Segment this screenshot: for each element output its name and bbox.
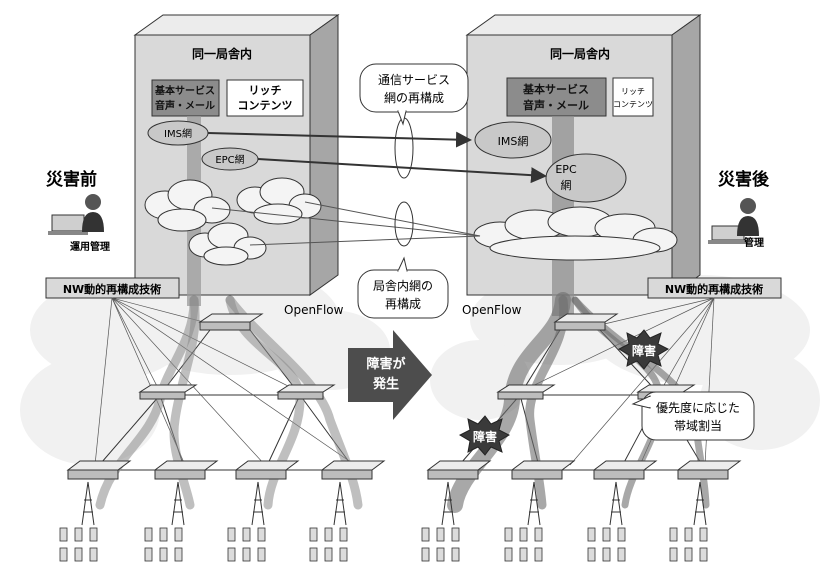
right-router-edge-4	[676, 460, 742, 480]
intra-reconfig-line2: 再構成	[385, 297, 421, 311]
left-rich-line1: リッチ	[249, 84, 282, 97]
ops-right-label: 管理	[744, 236, 764, 249]
left-router-aggr-2	[276, 384, 336, 400]
before-label: 災害前	[46, 169, 97, 190]
fault-badge-1	[617, 329, 670, 370]
intra-reconfig-ring	[394, 201, 414, 247]
left-router-edge-2	[153, 460, 219, 480]
left-router-aggr-1	[138, 384, 198, 400]
left-building-title: 同一局舎内	[192, 46, 252, 61]
left-router-edge-4	[320, 460, 386, 480]
left-internal-cloud-3	[188, 222, 267, 266]
after-label: 災害後	[718, 169, 770, 190]
nw-tech-right-label: NW動的再構成技術	[665, 282, 763, 296]
nw-tech-right-box	[647, 277, 782, 299]
left-core-router	[198, 313, 264, 331]
operator-right-icon	[708, 198, 759, 244]
right-ims-network	[474, 121, 552, 159]
cloud-link-2	[304, 201, 481, 237]
right-basic-service-line2: 音声・メール	[523, 98, 589, 112]
right-phones	[421, 527, 708, 562]
right-router-edge-1	[426, 460, 492, 480]
right-epc-label-line1: EPC	[555, 163, 577, 176]
service-reconfig-callout	[359, 63, 469, 126]
ops-left-label: 運用管理	[70, 240, 110, 253]
right-core-router	[553, 313, 619, 331]
service-reconfig-line2: 網の再構成	[384, 91, 444, 105]
left-router-edge-1	[66, 460, 132, 480]
priority-line2: 帯域割当	[674, 418, 722, 433]
priority-line1: 優先度に応じた	[656, 400, 740, 415]
priority-callout	[631, 391, 755, 441]
right-rich-line2: コンテンツ	[613, 100, 653, 109]
left-basic-service-line2: 音声・メール	[155, 99, 215, 112]
epc-migration-arrow	[257, 158, 547, 184]
cloud-link-3	[249, 235, 481, 246]
left-rich-line2: コンテンツ	[238, 99, 293, 112]
right-merged-cloud	[473, 206, 678, 261]
ims-migration-arrow	[207, 131, 472, 148]
failure-arrow	[348, 330, 432, 420]
right-building-title: 同一局舎内	[550, 46, 610, 61]
fault-badge-1-label: 障害	[632, 343, 656, 358]
right-router-aggr-1	[496, 384, 556, 400]
right-rich-line1: リッチ	[621, 87, 645, 96]
right-router-edge-2	[510, 460, 576, 480]
left-phones	[59, 527, 348, 562]
intra-reconfig-line1: 局舎内網の	[373, 279, 433, 293]
left-router-edge-3	[234, 460, 300, 480]
left-internal-cloud-1	[144, 179, 231, 232]
right-basic-service-line1: 基本サービス	[522, 82, 589, 96]
service-reconfig-line1: 通信サービス	[378, 73, 450, 87]
right-router-edge-3	[592, 460, 658, 480]
openflow-right-label: OpenFlow	[462, 303, 522, 317]
service-reconfig-ring	[394, 117, 414, 179]
operator-left-icon	[48, 194, 104, 235]
intra-reconfig-callout	[357, 256, 449, 319]
fault-badge-2	[458, 415, 511, 456]
left-antenna-towers	[81, 481, 347, 526]
nw-tech-left-label: NW動的再構成技術	[63, 282, 161, 296]
right-epc-network	[545, 153, 627, 203]
left-rich-content-box	[226, 79, 304, 117]
right-basic-service-box	[506, 77, 607, 117]
left-basic-service-box	[151, 79, 220, 117]
right-rich-content-box	[612, 77, 654, 117]
right-ims-label: IMS網	[498, 134, 529, 148]
left-ims-label: IMS網	[164, 127, 192, 140]
fault-badge-2-label: 障害	[473, 429, 497, 444]
right-antenna-towers	[441, 481, 707, 526]
right-epc-label-line2: 網	[561, 178, 572, 192]
openflow-left-label: OpenFlow	[284, 303, 344, 317]
left-epc-label: EPC網	[215, 153, 244, 166]
cloud-link-1	[211, 207, 481, 237]
left-basic-service-line1: 基本サービス	[154, 84, 215, 97]
failure-arrow-line2: 発生	[372, 376, 399, 392]
failure-arrow-line1: 障害が	[366, 356, 405, 372]
